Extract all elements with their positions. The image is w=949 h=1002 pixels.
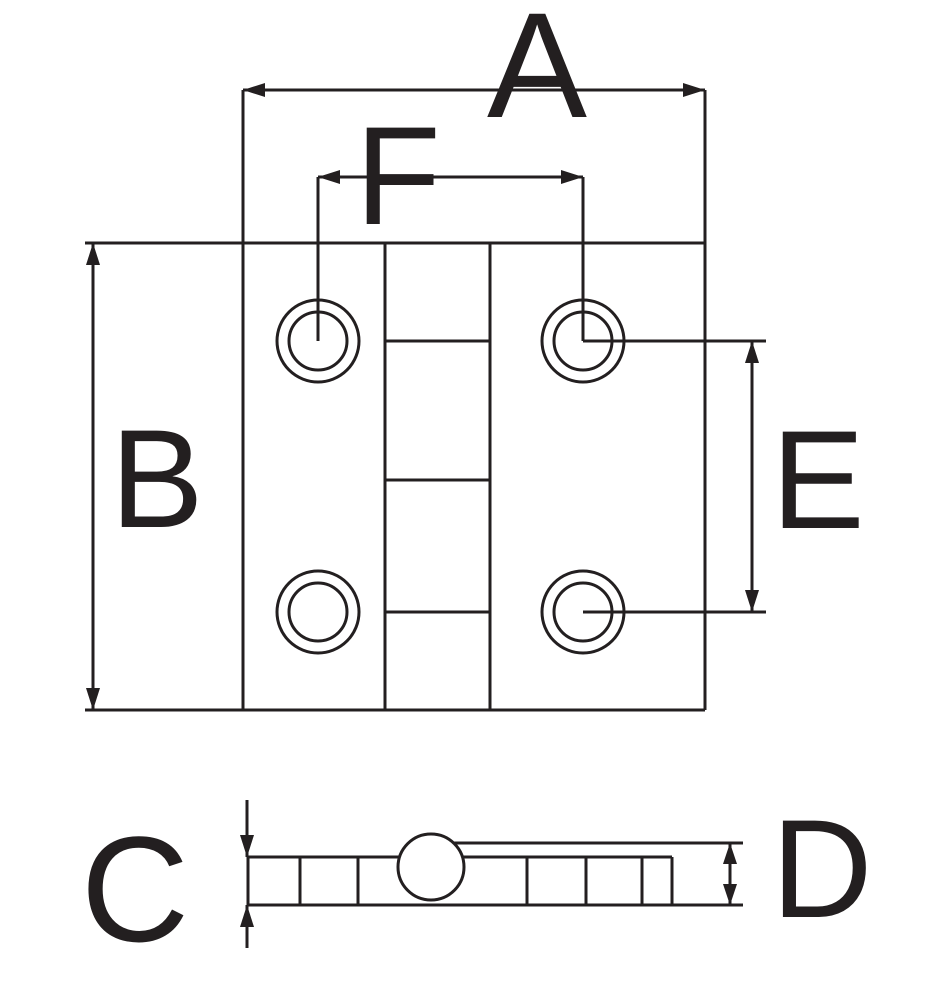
dim-label-d: D xyxy=(771,790,872,947)
dim-label-e: E xyxy=(771,401,864,558)
dim-b-arrow-bottom xyxy=(86,688,100,710)
dimension-b: B xyxy=(86,243,204,710)
dim-label-b: B xyxy=(110,400,203,557)
dim-e-arrow-top xyxy=(745,341,759,363)
dim-c-arrow-up xyxy=(240,905,254,927)
dimension-a: A xyxy=(241,0,707,243)
dimension-e: E xyxy=(583,339,865,614)
dimension-d: D xyxy=(723,790,873,947)
dimension-f: F xyxy=(316,97,585,341)
dim-label-c: C xyxy=(81,805,189,973)
dim-label-f: F xyxy=(355,97,441,254)
hinge-side-view xyxy=(246,832,743,907)
dim-f-arrow-left xyxy=(318,170,340,184)
dim-a-arrow-right xyxy=(683,83,705,97)
dim-d-arrow-bottom xyxy=(723,884,737,905)
dim-f-arrow-right xyxy=(561,170,583,184)
hinge-top-view xyxy=(85,241,707,712)
dimension-c: C xyxy=(81,800,254,973)
dim-b-arrow-top xyxy=(86,243,100,265)
dim-d-arrow-top xyxy=(723,843,737,864)
dim-e-arrow-bottom xyxy=(745,590,759,612)
screw-hole-bottom-left xyxy=(275,569,361,655)
dim-a-arrow-left xyxy=(243,83,265,97)
dim-label-a: A xyxy=(487,0,587,149)
knuckle-barrel-circle xyxy=(396,832,466,902)
dim-c-arrow-down xyxy=(240,835,254,857)
